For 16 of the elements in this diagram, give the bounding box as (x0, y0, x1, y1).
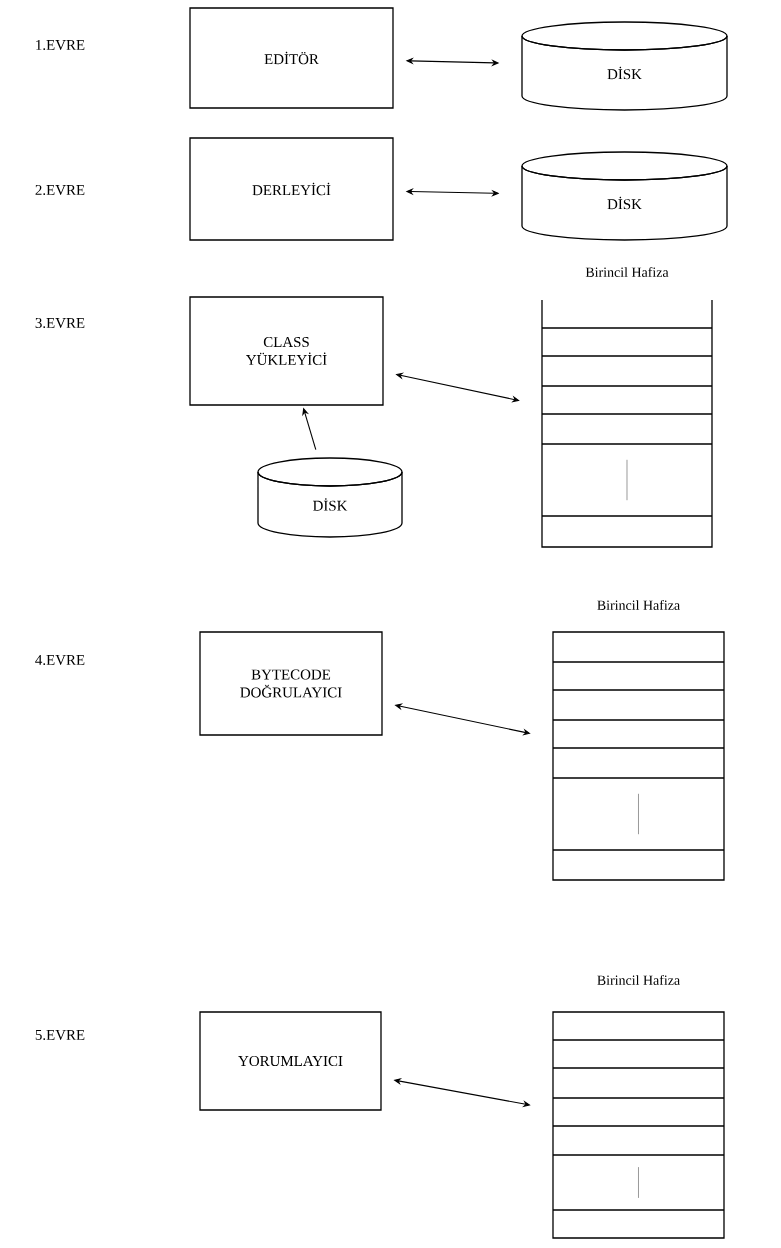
memory-heading: Birincil Hafiza (597, 600, 680, 610)
disk-cylinder: DİSK (521, 151, 728, 241)
disk-cylinder: DİSK (257, 457, 403, 538)
stage-label: 4.EVRE (35, 655, 85, 666)
stage-label: 5.EVRE (35, 1030, 85, 1040)
disk-cylinder: DİSK (521, 21, 728, 111)
stage-label: 2.EVRE (35, 184, 85, 196)
memory-heading: Birincil Hafiza (597, 975, 680, 985)
process-box: YORUMLAYICI (199, 1011, 382, 1111)
memory-heading: Birincil Hafiza (585, 267, 669, 277)
process-box: DERLEYİCİ (189, 137, 394, 241)
process-box: BYTECODE DOĞRULAYICI (199, 631, 383, 736)
stage-label: 1.EVRE (36, 39, 85, 51)
process-box: CLASS YÜKLEYİCİ (189, 296, 384, 406)
stage-label: 3.EVRE (35, 317, 85, 329)
process-box: EDİTÖR (189, 7, 394, 109)
